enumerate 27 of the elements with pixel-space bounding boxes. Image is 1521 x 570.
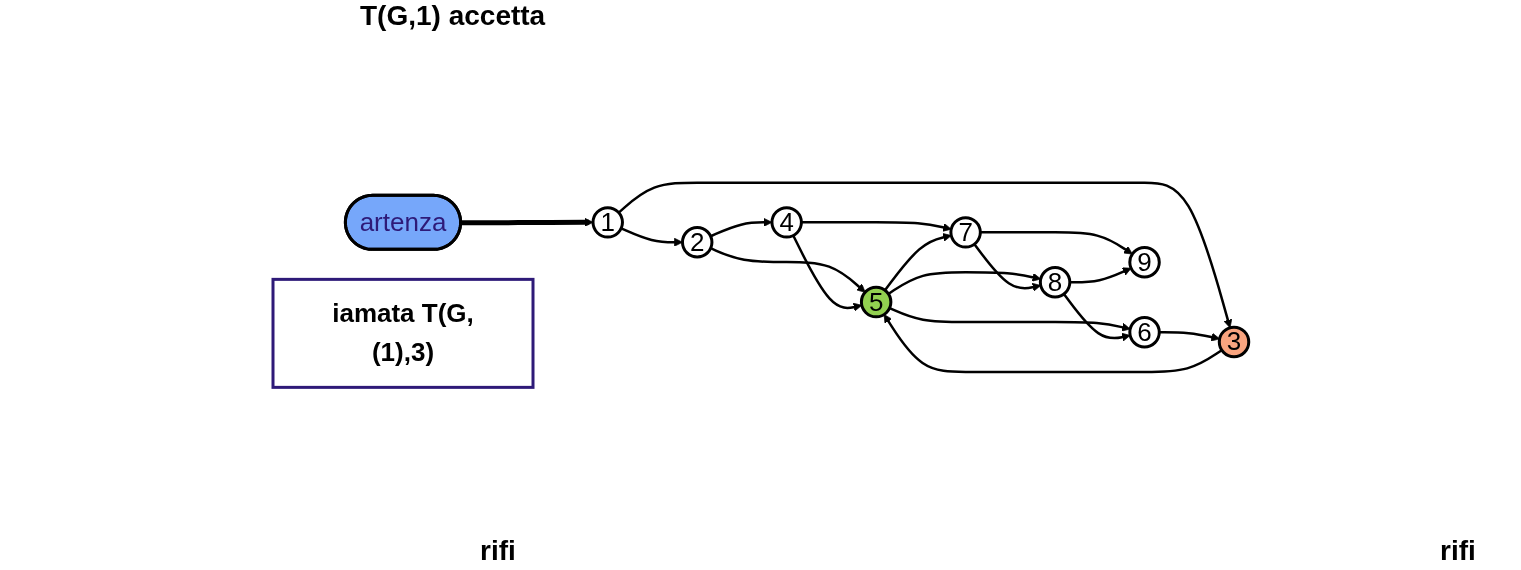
arrow	[979, 231, 1133, 255]
arrow	[791, 235, 862, 312]
note-text: T(G,1) accetta	[360, 0, 546, 32]
arrow	[883, 233, 952, 292]
arrow	[1069, 267, 1132, 284]
note-text: rifi	[1440, 535, 1476, 567]
arrow	[973, 243, 1041, 292]
arrow	[887, 271, 1041, 295]
node-circle: 3	[1217, 325, 1250, 359]
arrow	[1062, 293, 1131, 342]
note-text: rifi	[480, 535, 516, 567]
node-box: iamata T(G,(1),3)	[271, 277, 535, 389]
arrow	[1158, 331, 1220, 342]
node-circle: 8	[1038, 266, 1071, 299]
arrow	[709, 217, 772, 238]
arrow	[620, 227, 683, 247]
arrow	[617, 181, 1232, 329]
node-circle: 7	[949, 216, 982, 249]
arrow	[888, 306, 1131, 332]
arrow	[709, 247, 866, 293]
node-circle: 4	[770, 206, 803, 239]
node-circle: 5	[859, 285, 892, 319]
node-circle: 9	[1127, 246, 1161, 279]
arrow	[801, 221, 952, 232]
node-circle: 2	[680, 226, 714, 259]
node-circle: 6	[1127, 316, 1161, 349]
node-circle: 1	[591, 206, 624, 239]
